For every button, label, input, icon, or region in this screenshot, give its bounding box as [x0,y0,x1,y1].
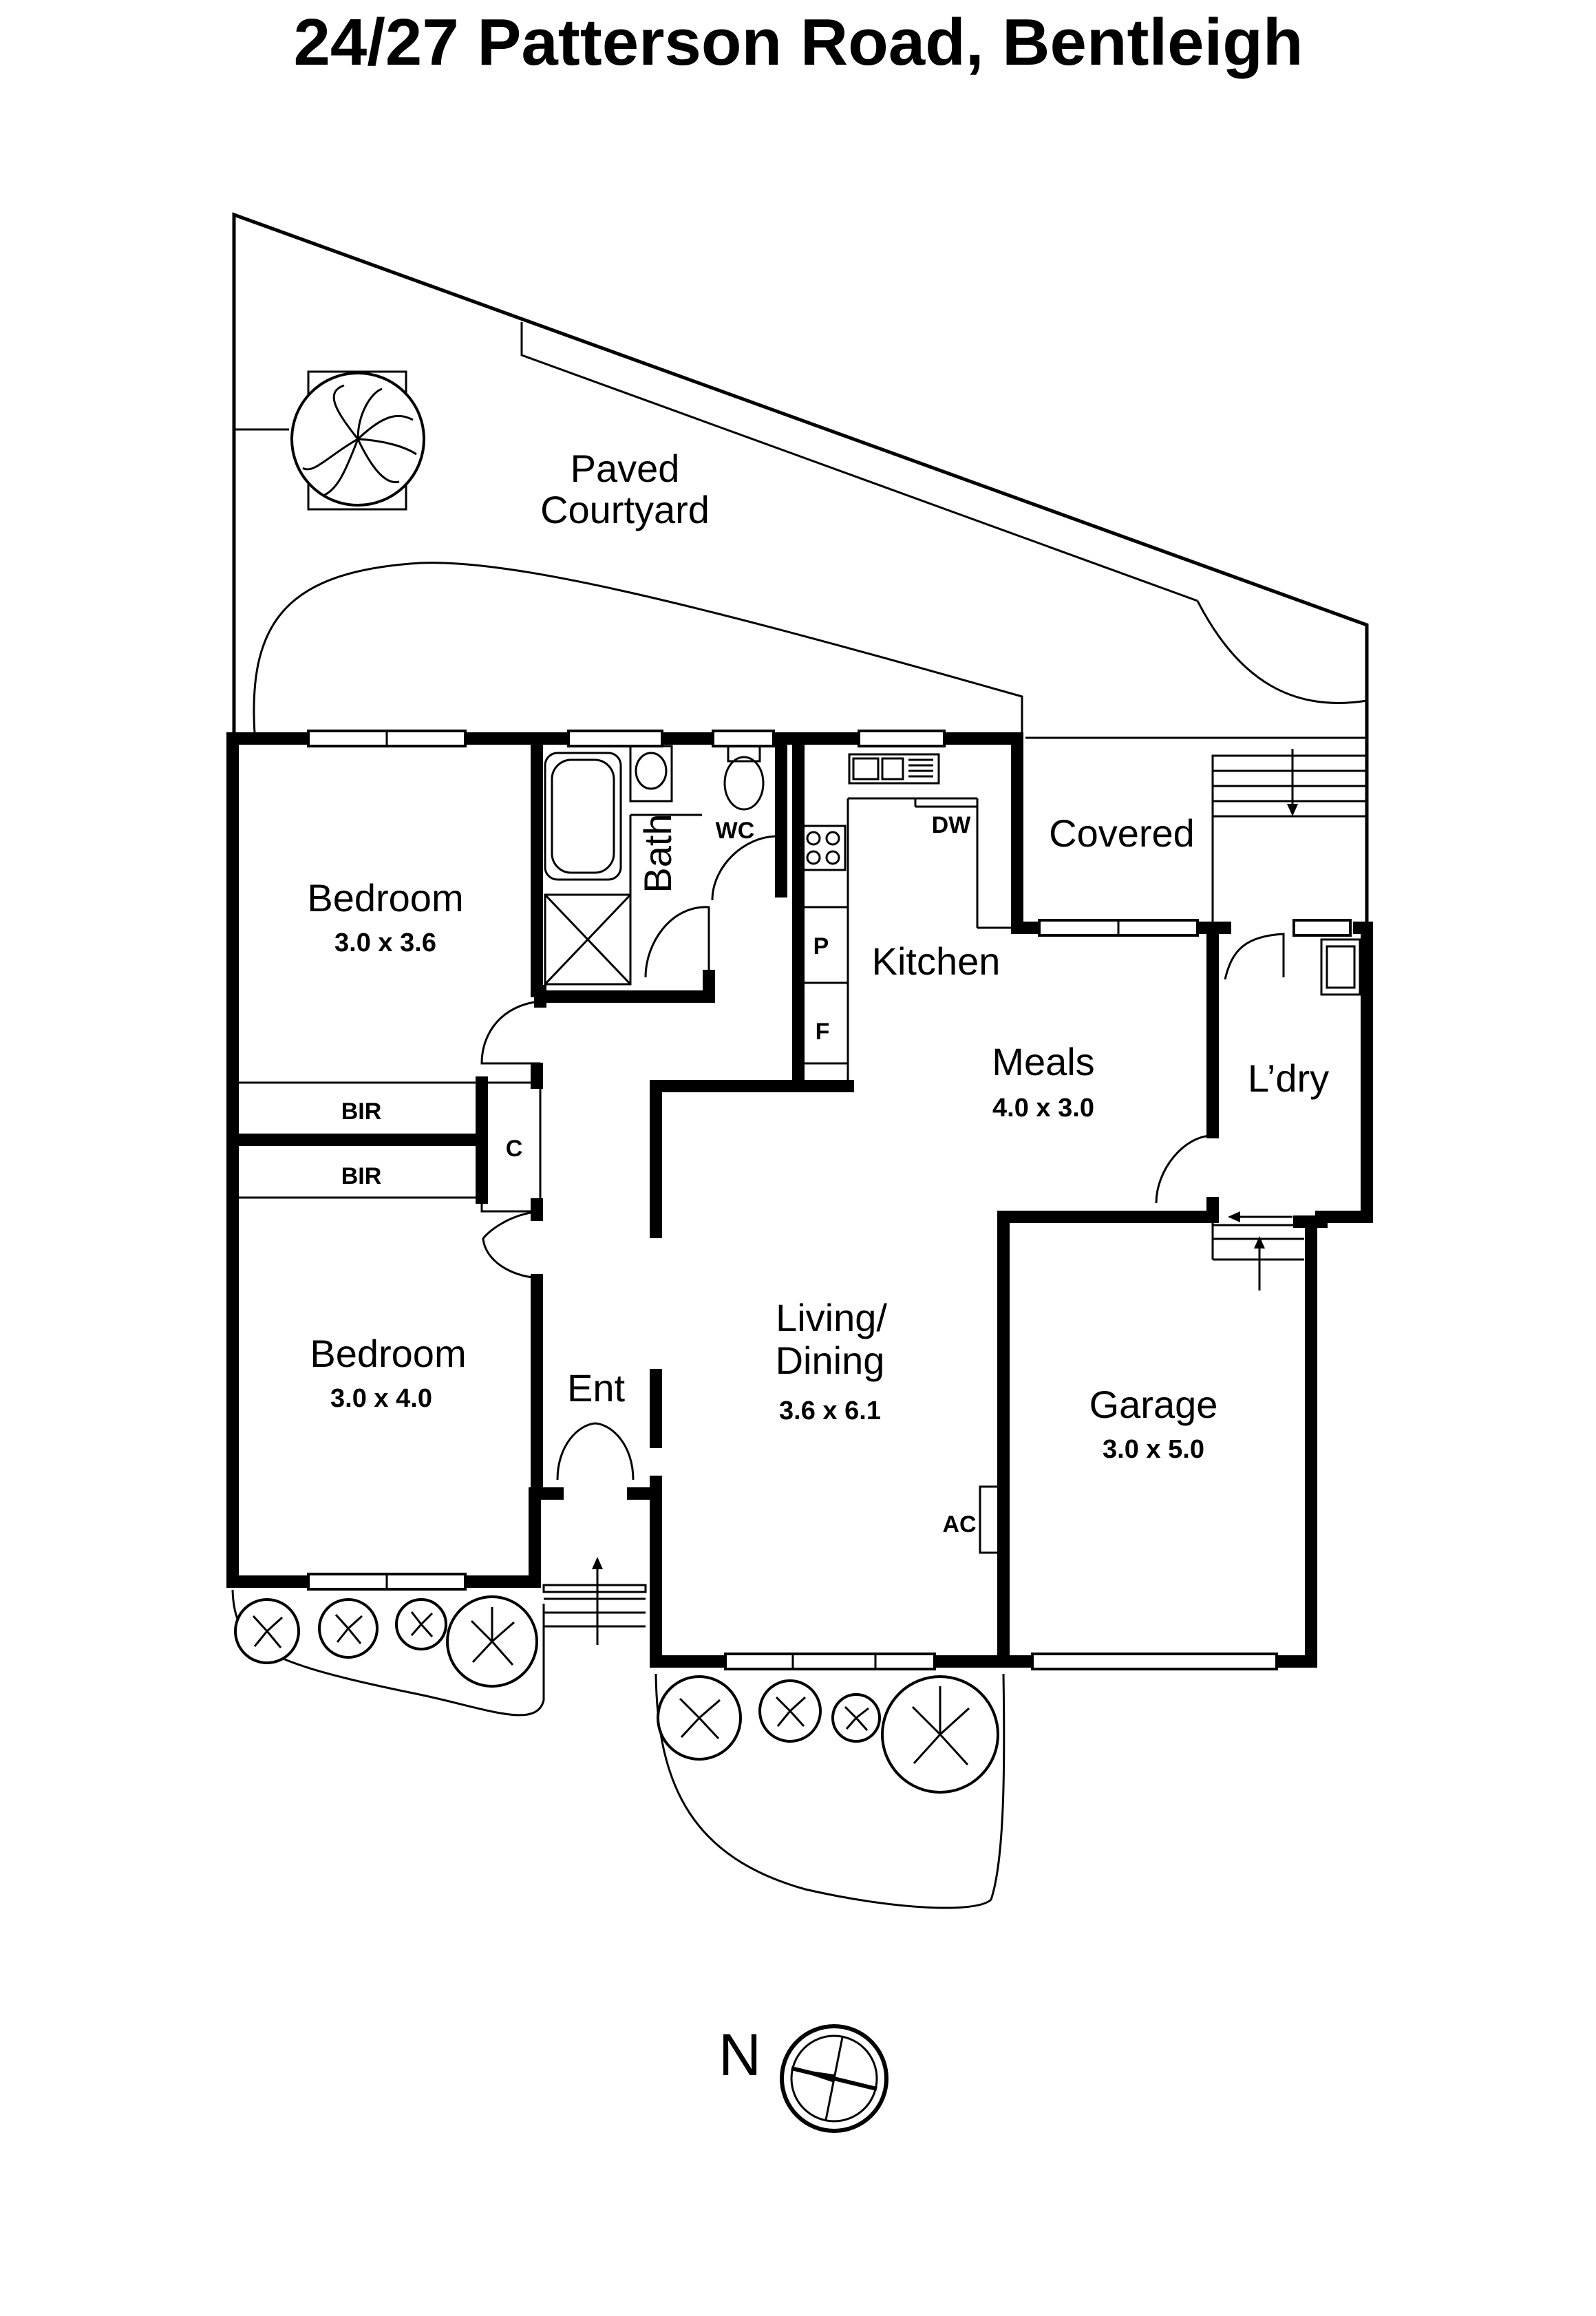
plan-title: 24/27 Patterson Road, Bentleigh [293,6,1303,79]
meals-label: Meals [992,1040,1094,1083]
pantry-label: P [813,933,829,959]
courtyard-label: Paved [571,447,680,490]
bir2-label: BIR [341,1163,382,1189]
living-dims: 3.6 x 6.1 [779,1396,881,1425]
ac-unit [979,1485,1001,1554]
compass-icon: N [719,2022,889,2133]
cupboard-label: C [506,1136,523,1162]
covered-label: Covered [1049,811,1195,855]
bedroom1-dims: 3.0 x 3.6 [334,928,436,957]
bath-fixtures [544,745,702,986]
meals-dims: 4.0 x 3.0 [992,1094,1094,1123]
bath-label: Bath [636,814,679,893]
compass-north-label: N [719,2022,761,2088]
kitchen-label: Kitchen [872,939,1001,983]
tree-icon [234,370,425,511]
wc-label: WC [716,818,755,844]
bedroom1-label: Bedroom [307,876,463,920]
garage-label: Garage [1089,1383,1218,1426]
ac-label: AC [942,1511,976,1538]
fridge-label: F [816,1019,830,1045]
room-labels: Paved Courtyard Bedroom 3.0 x 3.6 Bath W… [307,447,1329,1538]
entry-arrows [542,1211,1304,1645]
bir1-label: BIR [341,1098,382,1125]
garage-dims: 3.0 x 5.0 [1103,1435,1204,1464]
shrub-icons [234,1595,999,1794]
covered-steps [1211,749,1368,926]
laundry-label: L’dry [1248,1056,1329,1100]
bedroom2-dims: 3.0 x 4.0 [330,1384,432,1413]
door-swings [480,835,1285,1480]
bedroom2-label: Bedroom [310,1332,466,1375]
windows [307,730,1352,1670]
courtyard-label-line2: Courtyard [540,488,710,531]
living-label-line2: Dining [776,1339,885,1382]
entry-label: Ent [567,1366,625,1410]
bir-shelves [236,1081,482,1199]
laundry-trough [1320,938,1361,996]
living-label: Living/ [776,1296,887,1339]
toilet-icon [723,745,765,811]
dw-label: DW [932,812,972,838]
kitchen-fixtures [798,753,1017,1085]
